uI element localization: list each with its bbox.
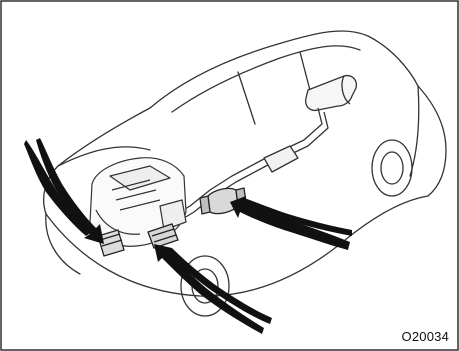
figure-code: O20034 [402,329,449,344]
